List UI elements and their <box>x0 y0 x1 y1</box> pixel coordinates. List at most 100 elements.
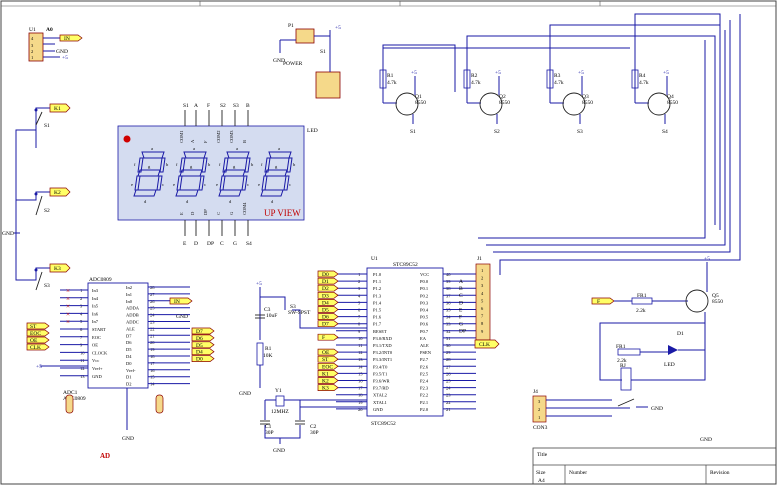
s1-switch-ref: S1 <box>44 123 50 129</box>
transistor-stages: R14.7k+5Q18550S1R24.7k+5Q28550S2R34.7k+5… <box>379 69 678 135</box>
rj-ref: RJ <box>620 363 627 369</box>
segment-label: d <box>271 199 274 204</box>
mcu-right-pin: P2.5 <box>420 371 429 376</box>
led-bottom-net: E <box>183 241 187 247</box>
u1-pin-2: 2 <box>31 49 33 54</box>
resistor-ref: R3 <box>554 73 561 79</box>
segment-label: f <box>176 162 178 167</box>
mcu-left-pin: RESET <box>373 329 387 334</box>
transistor-ref: Q4 <box>667 94 674 100</box>
transistor-symbol <box>479 92 503 116</box>
mcu-ctrl-net: K3 <box>322 386 329 392</box>
s2-switch-ref: S2 <box>44 208 50 214</box>
adc-part-top: ADC0809 <box>89 277 112 283</box>
adc-left-pin: OE <box>92 343 98 348</box>
crystal-gnd: GND <box>273 448 285 454</box>
segment-label: f <box>219 162 221 167</box>
led-top-pin: COM2 <box>216 130 221 143</box>
power-section: P1 GND S1 POWER +5 <box>273 23 341 99</box>
adc-pins: In31In42In53In64In75START6EOC7OE9CLOCK10… <box>60 285 190 387</box>
s3-ref: S3 <box>290 304 296 310</box>
mcu-right-pin: EA <box>420 336 427 341</box>
adc-right-pin: D0 <box>126 361 132 366</box>
segment-label: g <box>190 164 193 169</box>
mcu-left-pin: P3.2/INT0 <box>373 350 393 355</box>
transistor-ref: Q3 <box>582 94 589 100</box>
mcu-seg-net: G <box>459 322 463 328</box>
size-label: Size <box>536 470 546 476</box>
y1-ref: Y1 <box>275 388 282 394</box>
adc-left-pin: CLOCK <box>92 350 108 355</box>
resistor-ref: R4 <box>639 73 646 79</box>
switch-2[interactable]: K2 S2 <box>34 187 71 216</box>
plus5-label-u1: +5 <box>62 55 68 61</box>
j4-pin1: 1 <box>538 415 540 420</box>
segment-label: e <box>258 182 260 187</box>
adc-right-net: D4 <box>196 350 203 356</box>
power-label: POWER <box>283 61 303 67</box>
gnd-label-u1: GND <box>56 49 68 55</box>
p1-ref: P1 <box>288 23 294 29</box>
mcu-ctrl-net: K2 <box>322 379 329 385</box>
resistor-val: 4.7k <box>554 80 564 86</box>
gnd-net-left: GND <box>2 231 14 237</box>
adc-left-pin: In7 <box>92 319 99 324</box>
q5-ref: Q5 <box>712 293 719 299</box>
mcu-ctrl-net: F <box>322 335 325 341</box>
mcu-right-pin: P0.6 <box>420 322 429 327</box>
mcu-left-pin: P3.0/RXD <box>373 336 393 341</box>
j1-ref: J1 <box>477 256 482 262</box>
mcu-right-pin: VCC <box>420 272 429 277</box>
switches: K1 S1 K2 S2 K3 S3 GND <box>2 103 71 291</box>
switch-1[interactable]: K1 S1 <box>34 103 71 129</box>
unused-x-mark: × <box>66 295 70 303</box>
ad-title: AD <box>100 452 110 460</box>
adc-in-net: IN <box>174 299 180 305</box>
adc-right-pin: In0 <box>126 299 133 304</box>
led-top-pin: COM1 <box>179 130 184 143</box>
mcu-pins: P1.01P1.12P1.23P1.34P1.45P1.56P1.67P1.78… <box>336 272 476 412</box>
led-top-pin: B <box>242 140 247 143</box>
up-view-label: UP VIEW <box>264 208 301 218</box>
fr1b-ref: FR1 <box>616 344 626 350</box>
c3-val: 10uF <box>266 313 277 319</box>
adc-right-pin: D1 <box>126 375 132 380</box>
mcu-data-net: D5 <box>322 308 329 314</box>
mcu-right-pin: P0.0 <box>420 279 429 284</box>
led-bottom-net: S4 <box>246 241 252 247</box>
segment-label: c <box>289 182 291 187</box>
led-top-net: S1 <box>183 103 189 109</box>
revision-label: Revision <box>710 470 730 476</box>
mcu-right-pin: P0.2 <box>420 293 428 298</box>
led-ref: LED <box>307 128 318 134</box>
led-top-pin: A <box>190 139 195 143</box>
plus5-label: +5 <box>578 70 584 76</box>
resistor-val: 4.7k <box>639 80 649 86</box>
adc-right-pin: ADDC <box>126 320 139 325</box>
mcu-ctrl-net: OE <box>322 350 330 356</box>
adc-left-pin: In3 <box>92 288 99 293</box>
switch-3[interactable]: K3 S3 <box>34 263 71 291</box>
mcu-left-pin: GND <box>373 407 383 412</box>
segment-label: f <box>261 162 263 167</box>
mcu-right-pin: P2.0 <box>420 407 429 412</box>
led-top-pin: F <box>203 140 208 143</box>
j1-pin: 2 <box>481 276 483 281</box>
q5-type: 8550 <box>712 299 723 305</box>
mcu-seg-net: C <box>459 293 463 299</box>
mcu-right-pin: ALE <box>420 343 429 348</box>
mcu-left-pin: XTAL2 <box>373 393 387 398</box>
adc-left-pin: GND <box>92 374 102 379</box>
adc-right-pin: Vref- <box>126 368 136 373</box>
j1-pin: 8 <box>481 321 484 326</box>
led-bottom-pin: D <box>190 211 195 215</box>
mcu-right-pin: P2.6 <box>420 364 429 369</box>
c2-val: 30P <box>310 430 319 436</box>
fr1-ref: FR1 <box>637 293 647 299</box>
mcu-data-net: D2 <box>322 286 329 292</box>
